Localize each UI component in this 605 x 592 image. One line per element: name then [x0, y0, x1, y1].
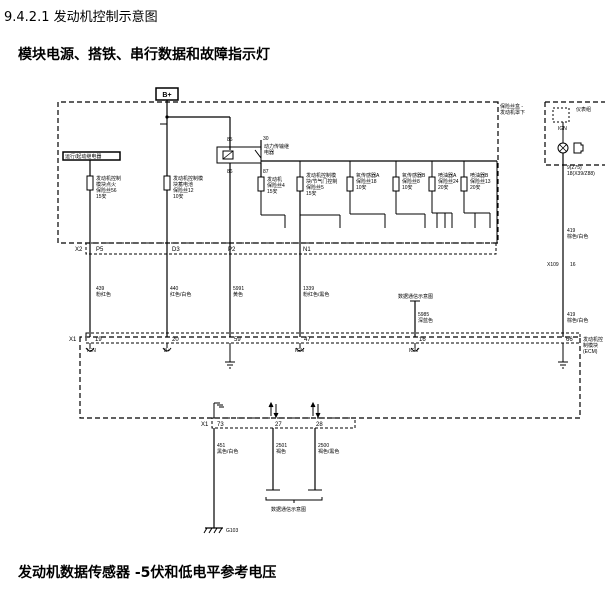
connector-p5: P5: [96, 247, 104, 253]
ecm-pin-59: 59: [234, 337, 241, 343]
ecm-connector-label: X1: [69, 337, 77, 343]
relay-label: 动力传输继电器: [264, 143, 289, 156]
run-crank-relay-label: 运行/起动继电器: [65, 153, 101, 160]
ecm-int-27-arrows: [268, 401, 279, 419]
fuse-box-boundary: [57, 101, 499, 244]
ground-g103-symbol: [203, 527, 223, 534]
ecm-int-16: [410, 343, 420, 352]
serial-data-link-top: 数据通信示意图: [398, 293, 433, 300]
ecm-int-20: [162, 343, 172, 352]
relay-pin-86: 86: [227, 169, 233, 175]
relay-pin-87: 87: [263, 169, 269, 175]
connector-n1: N1: [303, 247, 311, 253]
cluster-pin: 9(Z75)18(X39/Z88): [567, 165, 595, 177]
instrument-cluster-label: 仪表组: [576, 106, 591, 113]
serial-data-brace: [265, 497, 323, 503]
ecm-int-19: [85, 343, 95, 352]
ecm-pin-19: 19: [95, 337, 102, 343]
ecm-boundary: [79, 336, 581, 419]
section-heading: 9.4.2.1 发动机控制示意图: [4, 10, 158, 25]
ecm-pin-27: 27: [275, 422, 282, 428]
relay-coil-diag: [222, 150, 234, 160]
ecm-pin-20: 20: [172, 337, 179, 343]
x109-pin: 16: [570, 262, 576, 268]
relay-switch: [254, 149, 262, 159]
relay-pin-30: 30: [263, 136, 269, 142]
ecm-pin-28: 28: [316, 422, 323, 428]
ecm-connector-x1: [85, 332, 581, 344]
ecm-lower-connector-label: X1: [201, 422, 209, 428]
ecm-label: 发动机控制模块(ECM): [583, 336, 603, 355]
ecm-int-66-ground: [558, 343, 568, 369]
connector-d3: D3: [172, 247, 180, 253]
page-subheading: 模块电源、搭铁、串行数据和故障指示灯: [18, 47, 270, 63]
ground-g103-label: G103: [226, 528, 238, 534]
ecm-int-73-ground: [213, 402, 224, 418]
ecm-pin-66: 66: [566, 337, 573, 343]
serial-data-link-bottom: 数据通信示意图: [271, 506, 306, 513]
bottom-heading: 发动机数据传感器 -5伏和低电平参考电压: [18, 565, 277, 581]
connector-x2: X2: [75, 247, 83, 253]
ecm-int-59-ground: [225, 343, 235, 369]
fuse-box-connector-x2: [85, 242, 497, 255]
x109-connector: X109: [547, 262, 559, 268]
battery-source-label: B+: [162, 92, 171, 99]
ecm-int-47: [295, 343, 305, 352]
ecm-int-28-arrows: [310, 401, 321, 419]
cluster-ign-box: [552, 107, 570, 123]
run-crank-relay-box: [62, 151, 121, 161]
engine-icon: [573, 142, 584, 154]
mil-lamp-x2: [559, 144, 567, 152]
connector-p2: P2: [228, 247, 236, 253]
ecm-pin-73: 73: [217, 422, 224, 428]
ecm-pin-16: 16: [419, 337, 426, 343]
ecm-pin-47: 47: [304, 337, 311, 343]
fuse-box-label: 保险丝盒 -发动机罩下: [500, 103, 525, 116]
ecm-lower-connector: [211, 417, 356, 429]
instrument-cluster-boundary: [544, 101, 605, 166]
relay-pin-85: 85: [227, 137, 233, 143]
power-transmission-relay: [216, 146, 262, 164]
